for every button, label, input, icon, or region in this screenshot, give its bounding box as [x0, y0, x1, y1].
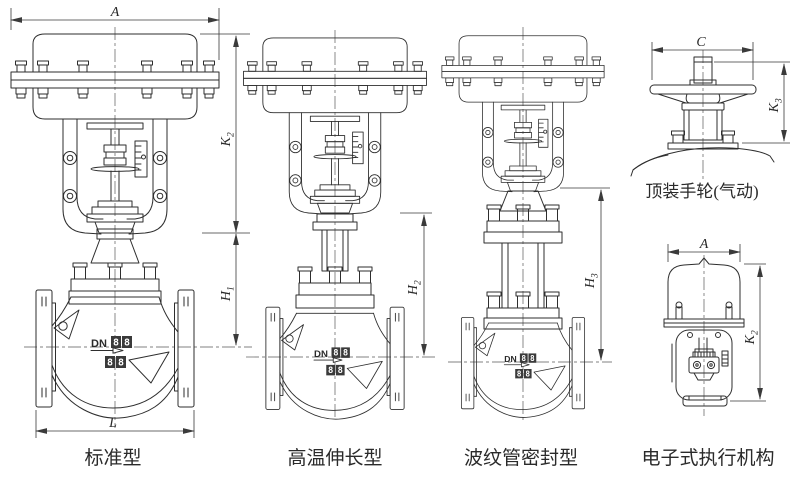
dim-label-K2-electronic: K — [743, 334, 758, 345]
handwheel-spokes — [657, 93, 749, 104]
view-bellows: H 3 波纹管密封型 — [442, 27, 612, 469]
dim-label-K3: K — [767, 102, 782, 113]
caption-high-temp: 高温伸长型 — [287, 447, 382, 469]
caption-bellows: 波纹管密封型 — [464, 447, 578, 469]
standard-bonnet — [68, 228, 162, 305]
motor-dome — [667, 257, 741, 320]
view-electronic: A K 2 电子式执行机构 — [641, 237, 774, 469]
dim-body-height-H1: H 1 — [219, 233, 239, 346]
serrated-coupling — [692, 351, 716, 358]
view-high-temp: H 2 高温伸长型 — [243, 30, 436, 469]
eye-bolt-left — [675, 306, 683, 320]
caption-standard: 标准型 — [84, 447, 141, 469]
dim-label-K2-sub: 2 — [227, 132, 237, 137]
dome-edge-curve — [632, 154, 669, 171]
caption-handwheel: 顶装手轮(气动) — [645, 182, 758, 201]
handwheel-stem — [693, 56, 713, 84]
eye-bolt-right — [725, 306, 733, 320]
handwheel-rim — [649, 84, 757, 95]
dim-body-height-H3: H 3 — [560, 187, 610, 361]
dim-label-H1-sub: 1 — [227, 286, 237, 291]
dim-electronic-width-A: A — [667, 237, 741, 262]
base-bolt-right — [722, 134, 734, 144]
caption-electronic: 电子式执行机构 — [641, 447, 774, 469]
dim-handwheel-height-K3: K 3 — [714, 61, 790, 144]
dim-label-H2: H — [406, 284, 421, 296]
dim-label-A: A — [110, 5, 120, 20]
cover-screw-left — [687, 332, 693, 338]
dim-label-H3: H — [583, 277, 598, 289]
dim-label-C: C — [696, 35, 706, 50]
base-bolt-left — [672, 134, 684, 144]
dim-label-K3-sub: 3 — [775, 98, 785, 104]
dim-label-K2-electronic-sub: 2 — [751, 330, 761, 335]
electronic-actuator — [663, 257, 745, 407]
cover-screw-right — [715, 332, 721, 338]
yoke-housing — [675, 329, 733, 401]
dim-label-H3-sub: 3 — [591, 273, 601, 279]
output-stem — [698, 337, 708, 353]
extension-bonnet — [295, 213, 375, 309]
bellows-bonnet — [483, 190, 563, 330]
mount-column — [683, 109, 723, 141]
dim-label-H2-sub: 2 — [414, 280, 424, 285]
view-standard: A K 2 H 1 L 标准型 — [10, 5, 252, 469]
dim-label-K2: K — [219, 136, 234, 147]
base-plate — [667, 142, 739, 150]
dim-actuator-height-K2: K 2 — [200, 33, 250, 234]
dim-face-to-face-L: L — [35, 410, 195, 438]
dim-label-A-electronic: A — [699, 237, 709, 252]
view-handwheel: C K 3 顶装手轮(气动) — [630, 35, 790, 201]
handwheel-assembly — [630, 56, 775, 177]
dim-electronic-height-K2: K 2 — [730, 263, 766, 402]
dim-body-height-H2: H 2 — [400, 212, 432, 356]
dim-handwheel-width-C: C — [651, 35, 754, 80]
dim-label-H1: H — [219, 290, 234, 302]
dim-label-L: L — [108, 416, 117, 431]
mount-foot — [682, 395, 728, 407]
